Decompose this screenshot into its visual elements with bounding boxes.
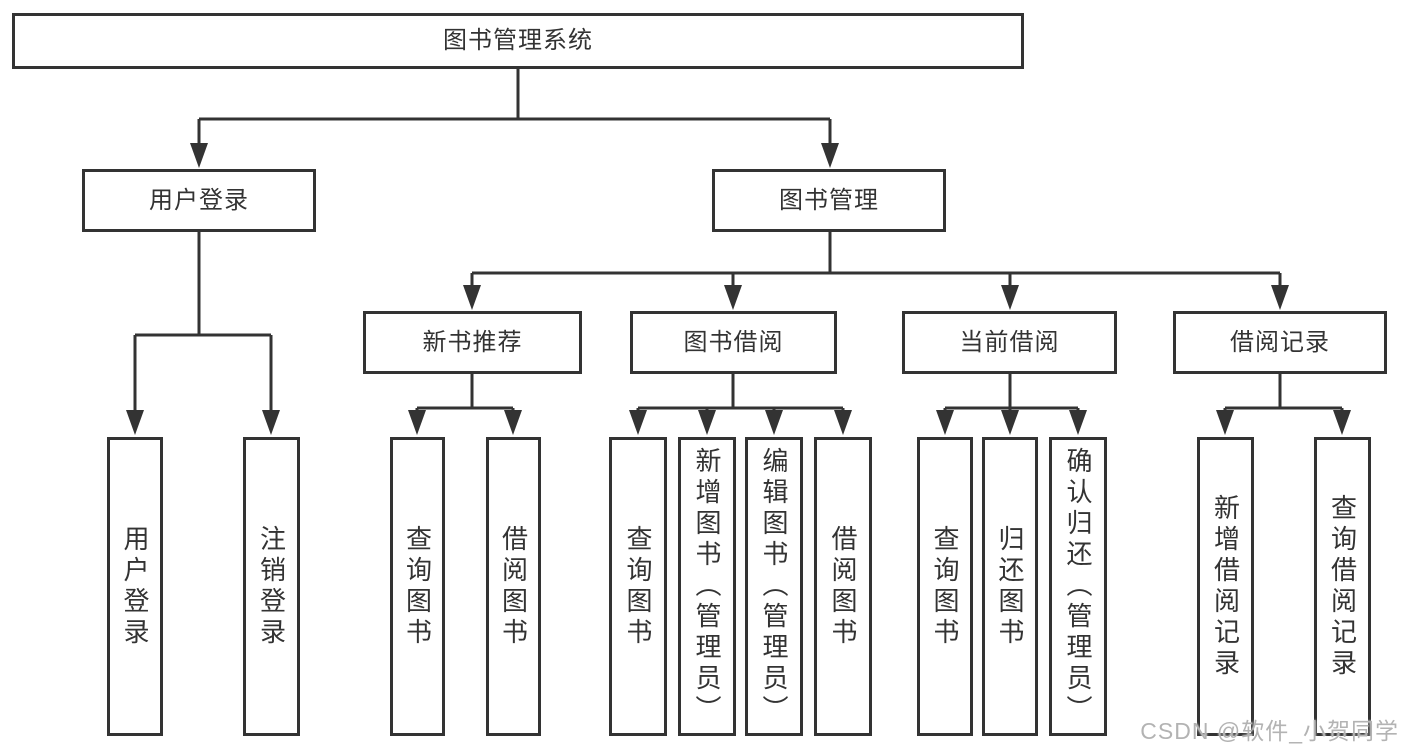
leaf-current-return-books: 归还图书 (982, 437, 1038, 736)
connector-new-book (415, 370, 515, 412)
leaf-record-query: 查询借阅记录 (1314, 437, 1371, 736)
arrowhead (724, 285, 742, 310)
arrowhead (698, 410, 716, 435)
node-user-login: 用户登录 (82, 169, 316, 232)
node-borrow-record: 借阅记录 (1173, 311, 1387, 374)
connector-book-management (470, 228, 1282, 287)
node-root: 图书管理系统 (12, 13, 1024, 69)
arrowhead (629, 410, 647, 435)
arrowhead (463, 285, 481, 310)
arrowhead (1216, 410, 1234, 435)
node-book-management: 图书管理 (712, 169, 946, 232)
leaf-record-add: 新增借阅记录 (1197, 437, 1254, 736)
arrowhead (1069, 410, 1087, 435)
arrowhead (936, 410, 954, 435)
arrowhead (1001, 285, 1019, 310)
arrowhead (821, 143, 839, 168)
leaf-current-query-books: 查询图书 (917, 437, 973, 736)
arrowhead (408, 410, 426, 435)
node-new-book-recommend: 新书推荐 (363, 311, 582, 374)
watermark: CSDN @软件_小贺同学 (1140, 718, 1399, 744)
leaf-current-confirm-return-admin: 确认归还（管理员） (1049, 437, 1107, 736)
node-current-borrow: 当前借阅 (902, 311, 1117, 374)
arrowhead (1271, 285, 1289, 310)
leaf-user-login: 用户登录 (107, 437, 163, 736)
arrowhead (765, 410, 783, 435)
leaf-borrow-add-books-admin: 新增图书（管理员） (678, 437, 736, 736)
arrowhead (1333, 410, 1351, 435)
connector-borrow-record (1223, 370, 1344, 412)
arrowhead (262, 410, 280, 435)
arrowhead (504, 410, 522, 435)
leaf-borrow-query-books: 查询图书 (609, 437, 667, 736)
leaf-borrow-borrow-books: 借阅图书 (814, 437, 872, 736)
arrowhead (190, 143, 208, 168)
connector-book-borrow (636, 370, 845, 412)
leaf-borrow-edit-books-admin: 编辑图书（管理员） (745, 437, 803, 736)
leaf-logout: 注销登录 (243, 437, 300, 736)
arrowhead (834, 410, 852, 435)
connector-current-borrow (943, 370, 1080, 412)
connector-user-login (133, 228, 273, 412)
arrowhead (1001, 410, 1019, 435)
arrowhead (126, 410, 144, 435)
leaf-newbook-query-books: 查询图书 (390, 437, 445, 736)
node-book-borrow: 图书借阅 (630, 311, 837, 374)
leaf-newbook-borrow-books: 借阅图书 (486, 437, 541, 736)
connector-root (197, 62, 832, 145)
